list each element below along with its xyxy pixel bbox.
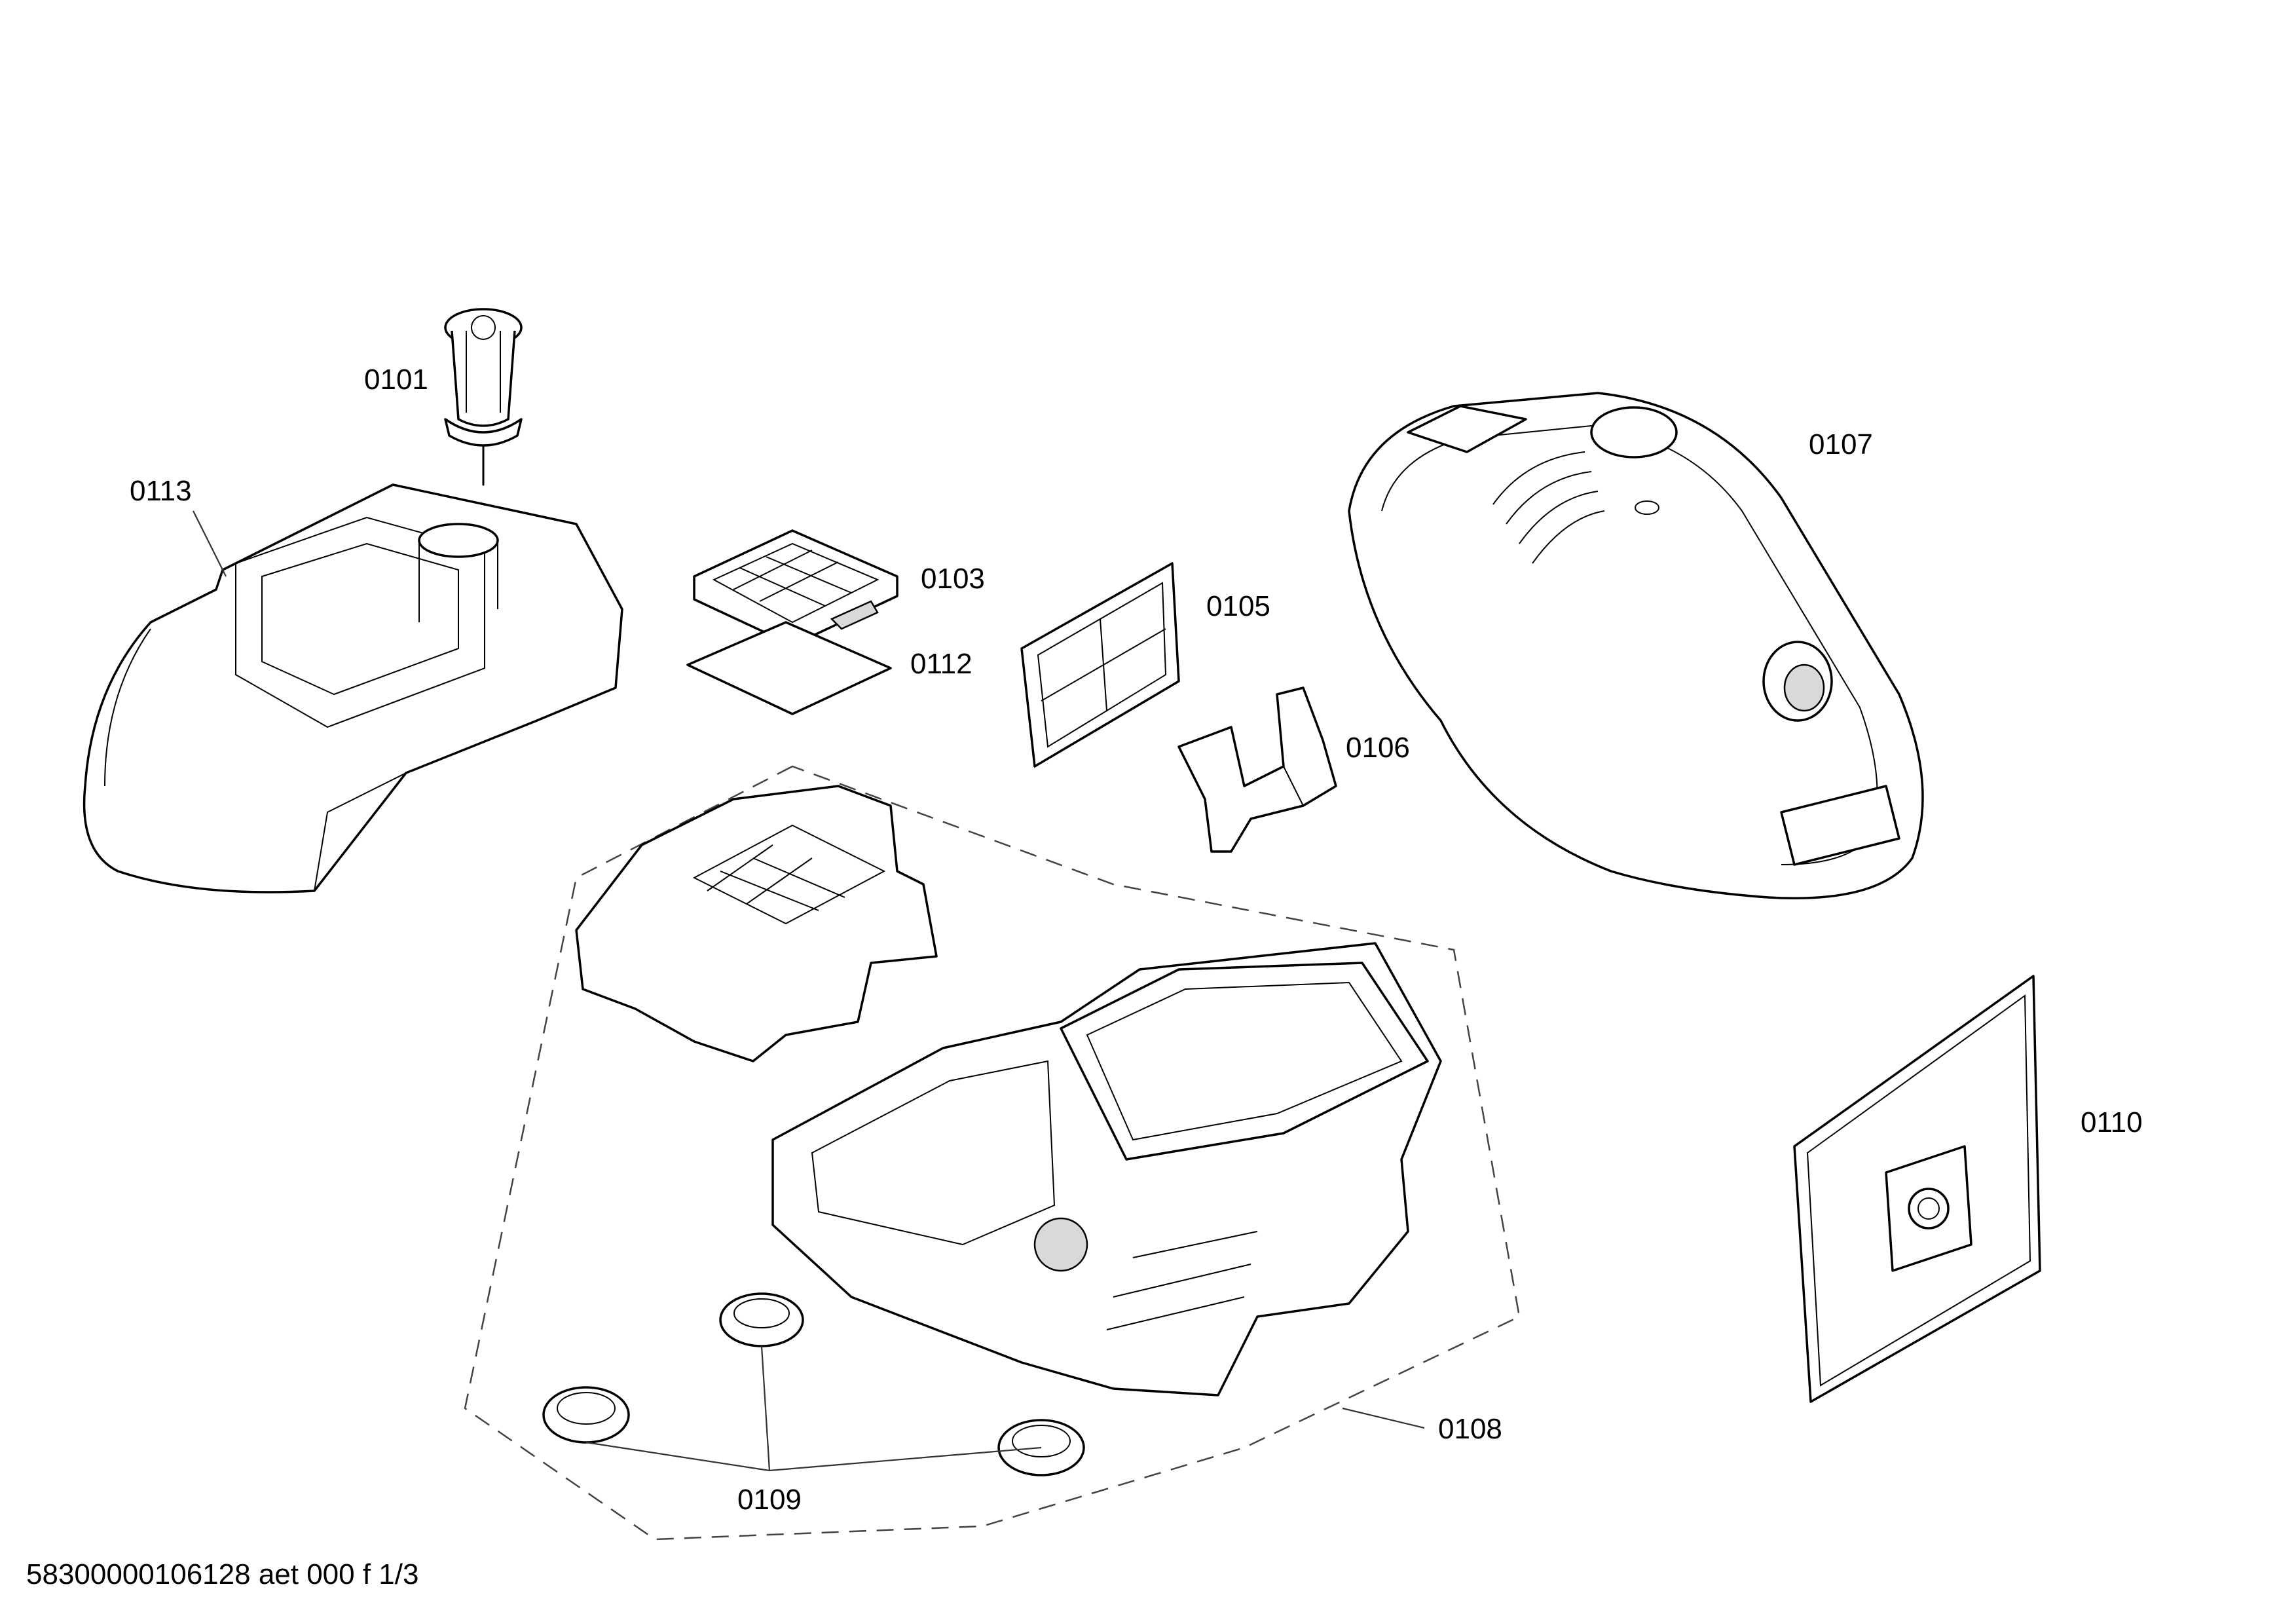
label-0113: 0113 bbox=[130, 475, 192, 507]
part-0105-frame bbox=[1020, 562, 1180, 768]
part-0113-rear-housing bbox=[83, 483, 623, 893]
label-0105: 0105 bbox=[1206, 590, 1270, 622]
label-0106: 0106 bbox=[1346, 732, 1410, 764]
part-0109-caster-top bbox=[719, 1292, 804, 1347]
label-0108: 0108 bbox=[1438, 1413, 1502, 1445]
part-0103-filter bbox=[693, 529, 898, 647]
leader-lines bbox=[193, 510, 1425, 1472]
part-0107-top-cover bbox=[1348, 392, 1924, 899]
label-0107: 0107 bbox=[1809, 428, 1873, 460]
part-0101-cap bbox=[444, 308, 523, 486]
label-0110: 0110 bbox=[2081, 1106, 2143, 1138]
label-0112: 0112 bbox=[910, 648, 972, 680]
part-0112-filter-pad bbox=[686, 621, 892, 715]
document-id-footer: 58300000106128 aet 000 f 1/3 bbox=[26, 1558, 419, 1590]
label-0101: 0101 bbox=[364, 364, 428, 396]
part-0108-motor-cover bbox=[575, 785, 938, 1062]
part-0108-base-body bbox=[771, 942, 1442, 1397]
label-0109: 0109 bbox=[737, 1484, 802, 1516]
part-0109-caster-left bbox=[542, 1386, 630, 1444]
part-0106-clip bbox=[1177, 686, 1337, 853]
part-0110-dust-bag bbox=[1793, 975, 2041, 1403]
label-0103: 0103 bbox=[921, 563, 985, 595]
